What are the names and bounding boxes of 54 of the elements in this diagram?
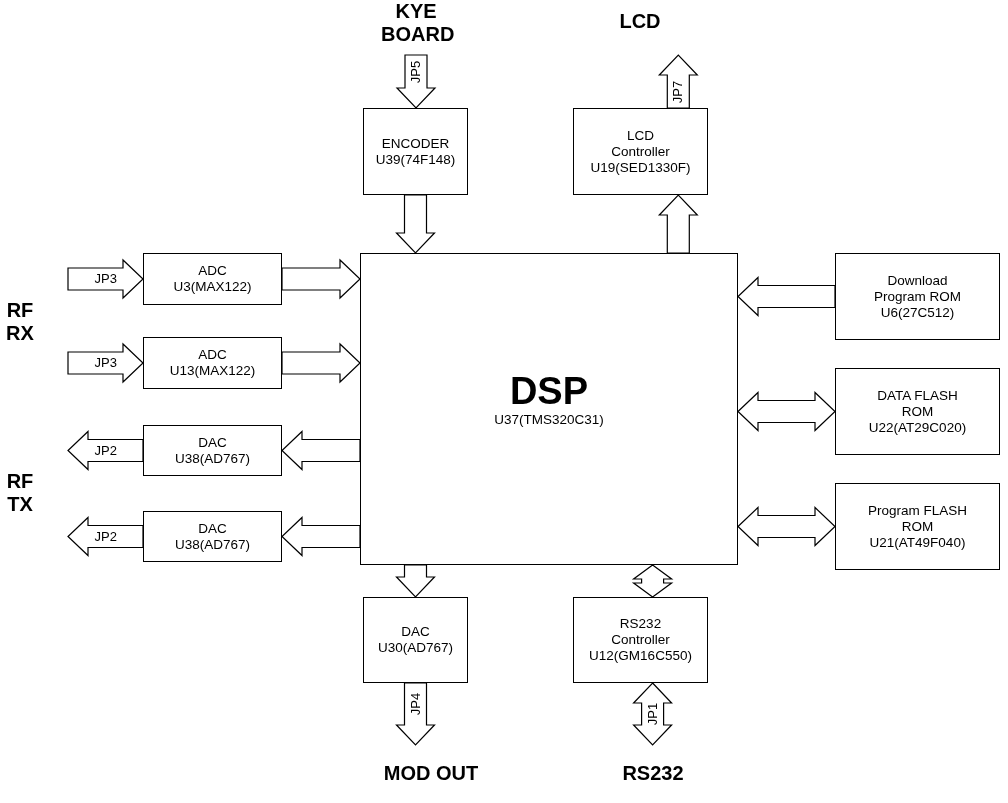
component-box (363, 108, 468, 195)
part-number: U12(GM16C550) (589, 648, 692, 664)
connector-label: RF RX (5, 299, 35, 345)
block-name: RS232 Controller (610, 616, 671, 648)
bus-arrow (737, 506, 836, 547)
block-name: DATA FLASH ROM (876, 387, 959, 420)
bus-arrow (657, 194, 699, 254)
bus-arrow (737, 276, 836, 317)
component-box (573, 108, 708, 195)
block-name: DAC (401, 624, 430, 640)
block-name: ADC (198, 263, 227, 279)
component-box (835, 253, 1000, 340)
part-number: U39(74F148) (375, 151, 456, 168)
block-name: DAC (198, 434, 227, 451)
block-name: ENCODER (381, 135, 450, 152)
component-box (143, 253, 282, 305)
edge-label: JP3 (93, 356, 118, 370)
connector-label: RF TX (5, 470, 35, 516)
part-number: U38(AD767) (174, 536, 250, 553)
bus-arrow (737, 391, 836, 432)
block-name: Program FLASH ROM (867, 502, 968, 535)
part-number: U37(TMS320C31) (494, 412, 604, 428)
connector-label: RS232 (622, 762, 684, 785)
bus-arrow (281, 430, 361, 471)
block-name: Download Program ROM (873, 272, 962, 305)
bus-arrow (395, 564, 436, 598)
bus-arrow (281, 342, 361, 384)
part-number: U21(AT49F040) (869, 534, 966, 551)
part-number: U3(MAX122) (173, 279, 252, 295)
bus-arrow (631, 564, 674, 598)
bus-arrow (281, 258, 361, 300)
component-box (360, 253, 738, 565)
block-name: LCD Controller (610, 127, 671, 160)
chip-name: DSP (509, 370, 589, 412)
component-box (143, 337, 282, 389)
component-box (835, 368, 1000, 455)
block-name: DAC (198, 520, 227, 537)
component-box (835, 483, 1000, 570)
part-number: U13(MAX122) (169, 363, 256, 379)
part-number: U30(AD767) (378, 640, 454, 656)
bus-arrow (395, 194, 436, 254)
connector-label: LCD (619, 10, 661, 33)
component-box (573, 597, 708, 683)
part-number: U22(AT29C020) (868, 419, 967, 436)
component-box (143, 511, 282, 562)
edge-label: JP3 (93, 272, 118, 286)
component-box (143, 425, 282, 476)
part-number: U19(SED1330F) (590, 159, 691, 176)
part-number: U6(27C512) (880, 304, 955, 321)
bus-arrow (281, 516, 361, 557)
block-name: ADC (198, 347, 227, 363)
part-number: U38(AD767) (174, 450, 250, 467)
connector-label: MOD OUT (383, 762, 479, 785)
component-box (363, 597, 468, 683)
